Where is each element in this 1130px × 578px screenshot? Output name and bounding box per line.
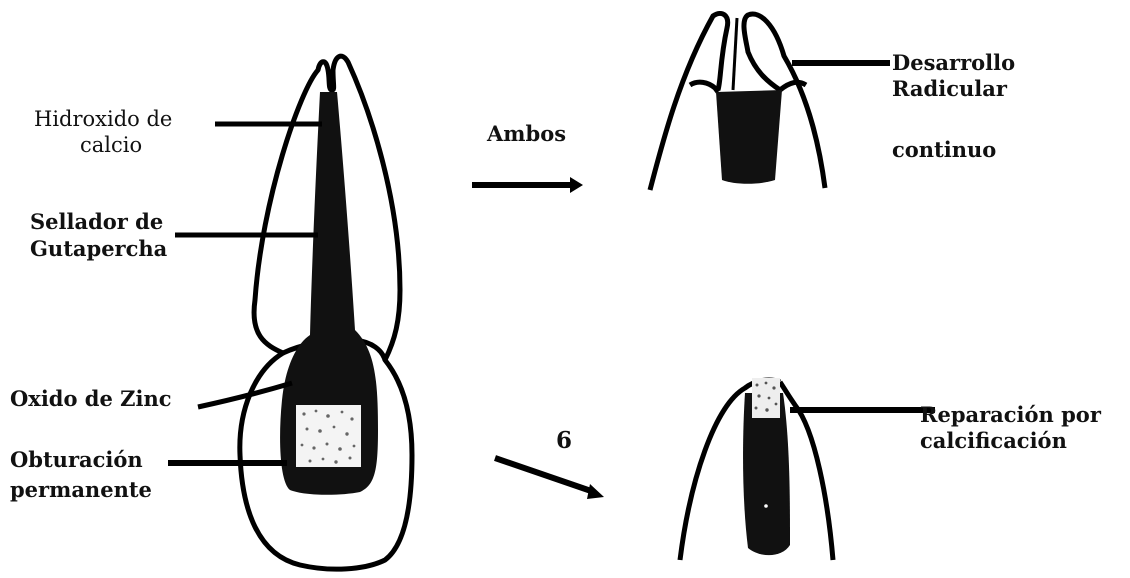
label-permanente: permanente <box>10 477 152 502</box>
arrow-ambos-head <box>570 177 583 193</box>
label-obturacion: Obturación <box>10 447 143 472</box>
repair-canal-speck <box>764 504 768 508</box>
root-development-inner-left <box>690 82 718 92</box>
label-calcio: calcio <box>80 133 142 158</box>
label-gutapercha: Gutapercha <box>30 236 167 261</box>
root-development-canal-fill <box>716 90 782 184</box>
label-calcificacion: calcificación <box>920 428 1067 453</box>
root-development-canal-line <box>733 18 737 90</box>
label-radicular: Radicular <box>892 76 1007 101</box>
label-six: 6 <box>556 428 572 453</box>
label-ambos: Ambos <box>487 121 566 146</box>
label-desarrollo: Desarrollo <box>892 50 1015 75</box>
label-sellador-de: Sellador de <box>30 209 163 234</box>
label-hidroxido-de: Hidroxido de <box>34 107 172 132</box>
root-development-left-wall <box>650 13 728 190</box>
label-reparacion-por: Reparación por <box>920 402 1101 427</box>
label-continuo: continuo <box>892 137 996 162</box>
arrow-6-head <box>587 484 604 499</box>
arrow-6-shaft <box>495 458 594 492</box>
label-oxido-de-zinc: Oxido de Zinc <box>10 386 172 411</box>
